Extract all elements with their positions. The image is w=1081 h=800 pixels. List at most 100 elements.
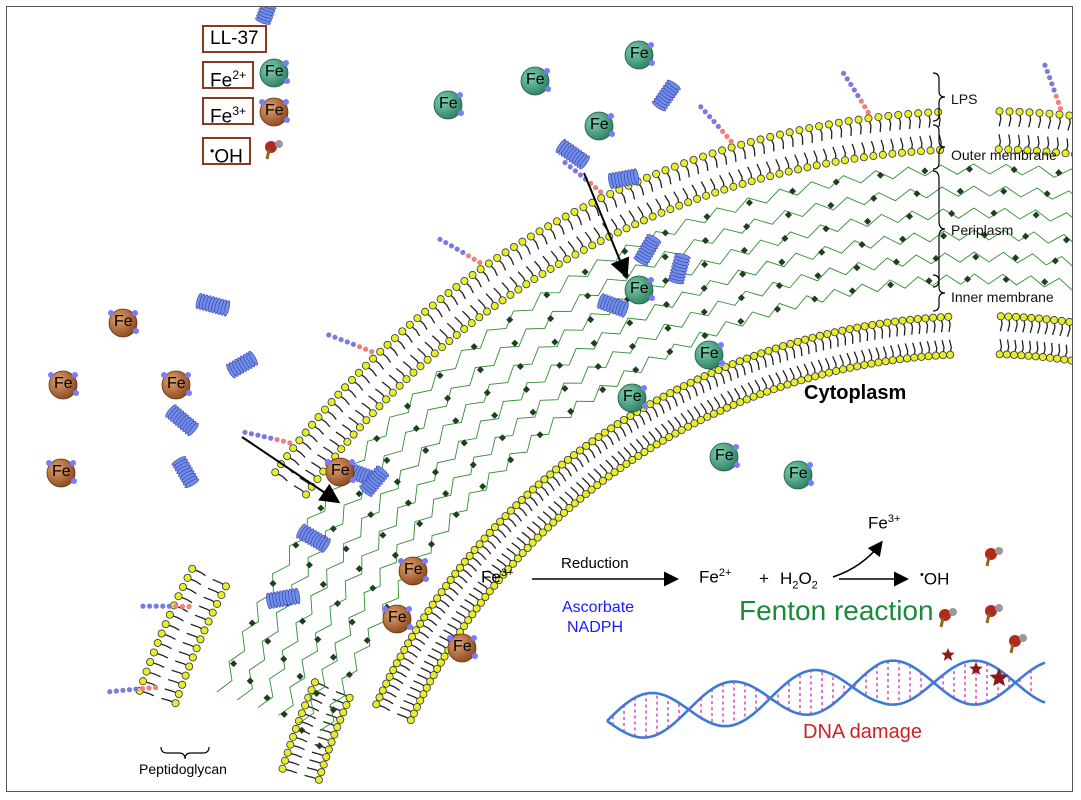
helix-turn <box>674 253 691 260</box>
label-fenton-reaction: Fenton reaction <box>739 595 934 626</box>
ion-label: Fe <box>167 375 186 392</box>
ion-sphere <box>161 370 191 400</box>
lipid-head <box>1017 351 1026 360</box>
reaction-fe2-charge: 2+ <box>718 567 732 579</box>
lipid-head <box>693 194 702 203</box>
glycan-strand <box>216 163 1072 693</box>
crosslink-node <box>913 190 921 198</box>
lipid-head <box>652 169 661 178</box>
lipid-head <box>484 259 493 268</box>
lipid-head <box>433 594 442 603</box>
peptide <box>608 168 640 190</box>
lipid-head <box>785 128 794 137</box>
ion-ligand <box>719 360 725 366</box>
lipid-head <box>1046 353 1055 362</box>
lps-sugar <box>274 437 280 443</box>
lipid-head <box>396 652 405 661</box>
lipid-head <box>735 357 744 366</box>
lipid-head <box>420 613 429 622</box>
ion-ligand <box>73 390 79 396</box>
fe3-ion <box>382 604 413 634</box>
lipid-head <box>1067 356 1072 365</box>
lipid-head <box>757 349 766 358</box>
h2o2-o: O <box>798 569 812 588</box>
lps-sugar <box>728 138 734 144</box>
lipid-head <box>464 616 473 625</box>
lps-sugar <box>363 346 369 352</box>
lipid-head <box>514 285 523 294</box>
lipid-head <box>766 172 775 181</box>
lipid-head <box>864 114 873 123</box>
crosslink-node <box>632 366 640 374</box>
legend-oh: •OH <box>202 137 251 167</box>
lps-sugar <box>268 435 274 441</box>
lps-sugar <box>133 686 139 692</box>
lipid-head <box>860 360 869 369</box>
lipid-head <box>830 328 839 337</box>
lipid-head <box>470 546 479 555</box>
crosslink-node <box>737 317 745 325</box>
lipid-head <box>504 565 513 574</box>
crosslink-node <box>739 270 747 278</box>
crosslink-node <box>298 726 306 734</box>
lipid-head <box>832 366 841 375</box>
lipid-head <box>460 622 469 631</box>
ion-ligand <box>422 558 428 564</box>
lipid-head <box>330 730 339 739</box>
lps-sugar <box>1053 93 1059 99</box>
glycan-strand <box>278 229 1072 716</box>
lipid-head <box>354 368 363 377</box>
lipid-head <box>404 639 413 648</box>
helix-turn <box>260 7 277 10</box>
lipid-head <box>554 513 563 522</box>
lipid-head <box>339 708 348 717</box>
lipid-head <box>628 455 637 464</box>
lipid-head <box>702 191 711 200</box>
ion-ligand <box>406 606 412 612</box>
lipid-head <box>1065 317 1072 326</box>
lipid-head <box>444 289 453 298</box>
lipid-head <box>834 118 843 127</box>
crosslink-node <box>628 342 637 350</box>
lipid-head <box>171 699 180 708</box>
lipid-head <box>1052 148 1061 157</box>
lipid-head <box>522 280 531 289</box>
legend-fe2: Fe2+ <box>202 61 255 91</box>
crosslink-node <box>280 655 288 663</box>
lipid-head <box>994 145 1003 154</box>
ion-ligand <box>734 462 740 468</box>
arrow-periplasm-to-cytoplasm <box>583 172 630 279</box>
lps-sugar <box>173 603 179 609</box>
reaction-h2o2: H2O2 <box>780 569 818 591</box>
lipid-head <box>1025 108 1034 117</box>
lipid-head <box>658 436 667 445</box>
lipid-head <box>648 212 657 221</box>
lipid-head <box>670 162 679 171</box>
lipid-head <box>336 715 345 724</box>
crosslink-node <box>876 171 884 179</box>
translocation-arrows <box>241 172 909 587</box>
lipid-head <box>1027 313 1036 322</box>
ion-label: Fe <box>630 45 649 62</box>
lipid-head <box>526 232 535 241</box>
lipid-head <box>481 593 490 602</box>
lipid-head <box>513 554 522 563</box>
lipid-head <box>383 340 392 349</box>
lipid-head <box>517 495 526 504</box>
lipid-head <box>727 143 736 152</box>
helix-turn <box>666 79 681 91</box>
lps-sugar <box>186 604 192 610</box>
lipid-head <box>600 428 609 437</box>
radical <box>985 604 1003 624</box>
lipid-head <box>496 517 505 526</box>
ion-ligand <box>649 60 655 66</box>
lipid-head <box>208 608 217 617</box>
ion-ligand <box>259 99 265 105</box>
crosslink-node <box>661 253 669 261</box>
lipid-head <box>446 575 455 584</box>
lps-chains <box>107 62 1064 695</box>
lipid-head <box>720 185 729 194</box>
ion-ligand <box>108 310 114 316</box>
lipid-head <box>946 350 955 359</box>
damage-star <box>989 668 1009 687</box>
